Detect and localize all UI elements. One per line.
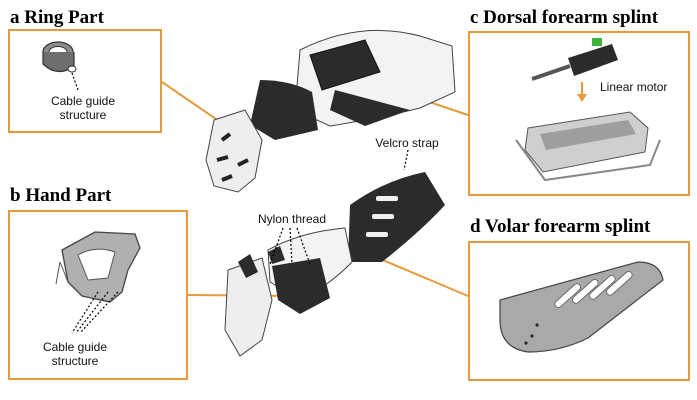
ring-part-drawing <box>42 41 79 91</box>
dorsal-splint-heading: c Dorsal forearm splint <box>470 7 659 28</box>
volar-splint-drawing <box>499 261 664 353</box>
ring-cable-guide-line1: Cable guide <box>50 94 116 108</box>
hand-cable-guide-line2: structure <box>51 354 99 369</box>
velcro-arrow <box>403 149 409 171</box>
upper-arm-device <box>205 29 456 193</box>
ring-part-panel <box>8 29 162 133</box>
hand-cable-guide-line1: Cable guide <box>42 340 108 354</box>
ring-part-heading: a Ring Part <box>10 7 104 28</box>
lower-arm-device <box>224 172 445 357</box>
ring-cable-guide-label: Cable guide structure <box>45 94 121 123</box>
velcro-strap-label: Velcro strap <box>375 136 439 150</box>
ring-cable-guide-line2: structure <box>59 108 107 123</box>
hand-cable-guide-label: Cable guide structure <box>30 340 120 369</box>
hand-part-drawing <box>55 231 141 334</box>
hand-part-heading: b Hand Part <box>10 185 112 206</box>
volar-splint-heading: d Volar forearm splint <box>470 216 651 237</box>
linear-motor-label: Linear motor <box>600 80 668 94</box>
nylon-thread-label: Nylon thread <box>257 212 327 226</box>
dorsal-splint-drawing <box>515 38 661 182</box>
